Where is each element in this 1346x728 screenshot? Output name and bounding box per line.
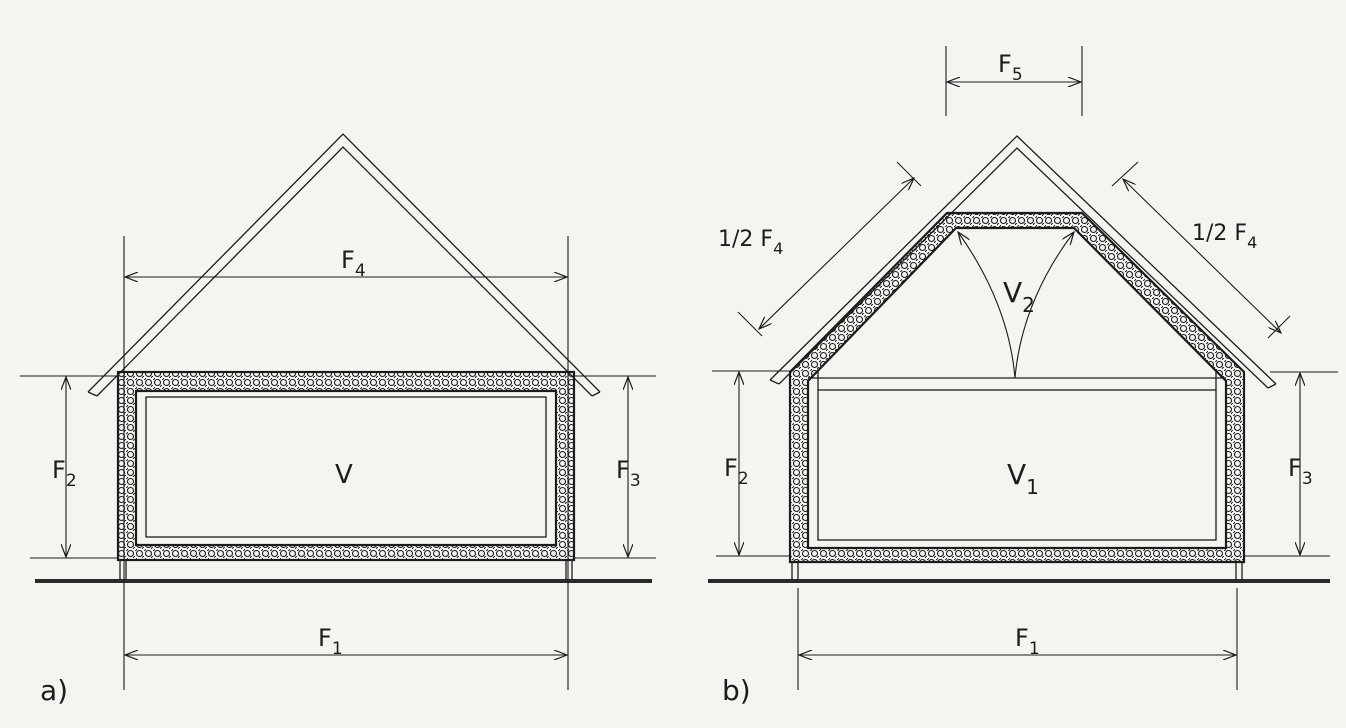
label-f4-a: F4 — [341, 246, 366, 281]
panel-tag-a: a) — [40, 674, 68, 707]
panel-a: F4 F1 F2 F3 V a) — [20, 133, 656, 707]
v2-arc-right — [1014, 232, 1074, 379]
roof-a — [87, 133, 601, 397]
label-volume-v1: V1 — [1007, 458, 1039, 499]
label-f3-b: F3 — [1288, 454, 1313, 489]
inner-room-a — [145, 396, 547, 538]
inner-room-b — [817, 389, 1217, 541]
label-half-f4-right: 1/2 F4 — [1192, 221, 1257, 252]
inner-envelope-b — [806, 226, 1228, 550]
inner-wall-a — [134, 389, 558, 547]
label-f3-a: F3 — [616, 456, 641, 491]
dimension-half-f4-right — [1123, 179, 1281, 333]
label-f2-a: F2 — [52, 456, 77, 491]
label-volume-v: V — [335, 460, 353, 490]
panel-tag-b: b) — [722, 674, 751, 707]
panel-b: F5 1/2 F4 1/2 F4 F1 F2 F3 V2 V1 b) — [708, 46, 1338, 707]
outer-envelope-b — [788, 211, 1246, 564]
label-half-f4-left: 1/2 F4 — [718, 227, 783, 258]
v2-arc-left — [958, 232, 1016, 379]
label-f5-b: F5 — [998, 50, 1023, 85]
dimension-half-f4-left — [759, 178, 914, 329]
insulation-envelope-b — [790, 213, 1244, 562]
label-f1-a: F1 — [318, 624, 343, 659]
label-volume-v2: V2 — [1003, 276, 1035, 317]
label-f1-b: F1 — [1015, 624, 1040, 659]
label-f2-b: F2 — [724, 454, 749, 489]
outer-wall-a — [116, 370, 576, 562]
